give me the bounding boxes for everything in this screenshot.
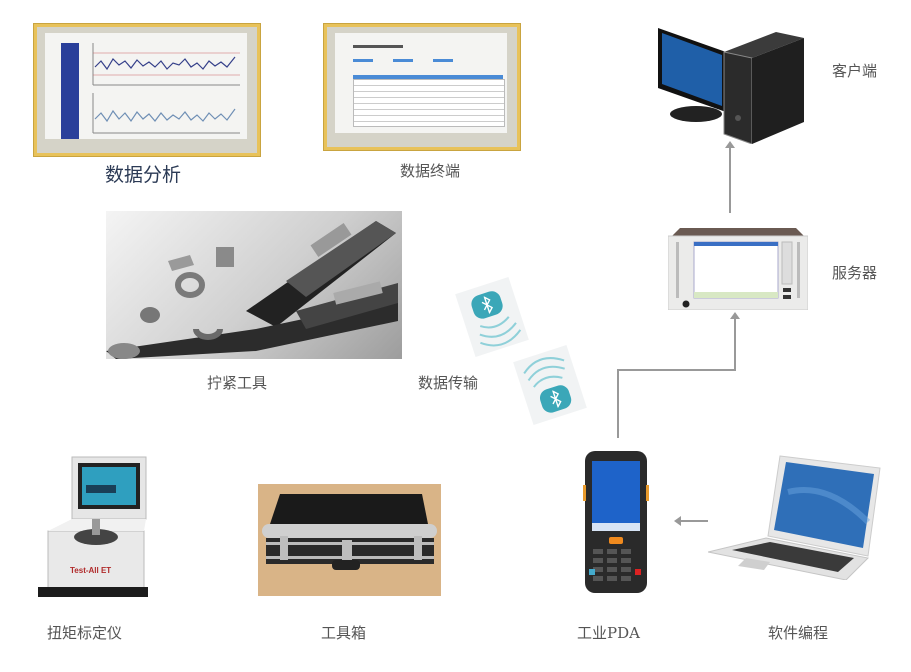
- tool-case-image: [258, 484, 441, 596]
- torque-wrench-icon: [106, 221, 398, 359]
- data-analysis-label: 数据分析: [105, 164, 182, 186]
- torque-tester-icon: Test-All ET: [38, 456, 148, 597]
- analysis-screen: [45, 33, 247, 139]
- data-terminal-image: [324, 24, 520, 150]
- bluetooth-icon: [469, 288, 506, 321]
- laptop-icon: [707, 455, 881, 581]
- tightening-tools-label: 拧紧工具: [207, 374, 268, 392]
- trend-chart-icon: [92, 43, 240, 134]
- toolbox-icon: [262, 494, 437, 570]
- device-brand-text: Test-All ET: [70, 566, 111, 575]
- bluetooth-icon: [537, 382, 574, 416]
- signal-waves-icon: [523, 357, 565, 388]
- arrow-laptop-to-pda: [674, 516, 708, 526]
- data-terminal-label: 数据终端: [400, 162, 461, 180]
- terminal-table-header: [353, 75, 503, 79]
- arrow-server-to-client: [725, 141, 735, 213]
- industrial-pda-label: 工业PDA: [577, 624, 640, 642]
- tool-case-label: 工具箱: [321, 624, 367, 642]
- signal-waves-icon: [479, 316, 522, 347]
- rack-server-icon: [667, 228, 809, 311]
- torque-calibrator-label: 扭矩标定仪: [47, 624, 123, 642]
- terminal-title-bar: [353, 45, 403, 48]
- analysis-sidebar: [61, 43, 79, 139]
- terminal-table: [353, 79, 505, 127]
- laptop-image: [707, 452, 884, 581]
- client-pc-image: [656, 22, 806, 145]
- industrial-pda-image: [583, 451, 649, 593]
- arrow-pda-to-server-segment-3: [730, 312, 740, 371]
- desktop-computer-icon: [658, 28, 804, 145]
- arrow-pda-to-server-segment-1: [617, 370, 619, 438]
- bluetooth-card-1: [455, 276, 529, 358]
- server-image: [667, 228, 809, 311]
- torque-calibrator-image: Test-All ET: [38, 455, 150, 605]
- handheld-terminal-icon: [583, 451, 649, 593]
- software-programming-label: 软件编程: [768, 624, 829, 642]
- arrow-pda-to-server-segment-2: [617, 369, 736, 371]
- tightening-tools-image: [106, 211, 402, 359]
- terminal-screen: [335, 33, 507, 133]
- client-label: 客户端: [832, 62, 878, 80]
- data-analysis-image: [34, 24, 260, 156]
- bluetooth-card-2: [513, 344, 587, 426]
- data-transfer-label: 数据传输: [418, 374, 479, 392]
- server-label: 服务器: [832, 264, 878, 282]
